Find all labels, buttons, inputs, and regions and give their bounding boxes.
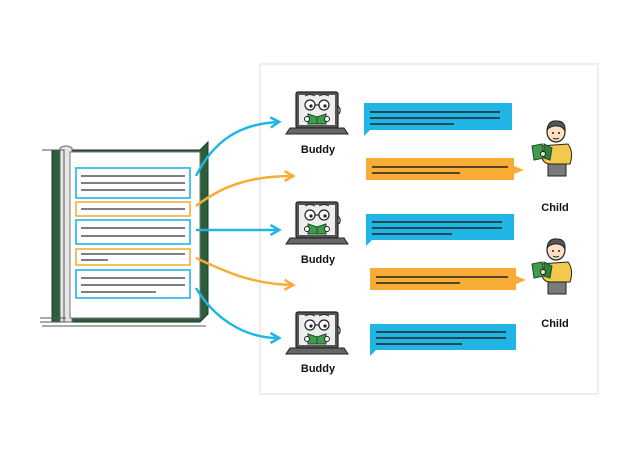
buddy-label-3: Buddy <box>300 363 336 375</box>
book-passage-5 <box>75 269 191 299</box>
arrow-5 <box>194 287 282 345</box>
speech-bubble-child-1 <box>366 158 524 180</box>
speech-bubble-buddy-2 <box>366 214 514 246</box>
child-label-1: Child <box>541 202 569 214</box>
arrow-4 <box>195 256 296 291</box>
arrow-1 <box>194 116 282 177</box>
speech-bubble-buddy-3 <box>370 324 516 356</box>
speech-bubble-buddy-1 <box>364 103 512 136</box>
book-passage-4 <box>75 248 191 266</box>
child-label-2: Child <box>541 318 569 330</box>
book-passage-1 <box>75 167 191 199</box>
book-passage-3 <box>75 219 191 245</box>
arrow-2 <box>195 169 296 207</box>
book-illustration <box>40 140 209 327</box>
speech-bubble-child-2 <box>370 268 526 290</box>
buddy-label-1: Buddy <box>300 144 336 156</box>
buddy-label-2: Buddy <box>300 254 336 266</box>
book-passage-2 <box>75 201 191 217</box>
